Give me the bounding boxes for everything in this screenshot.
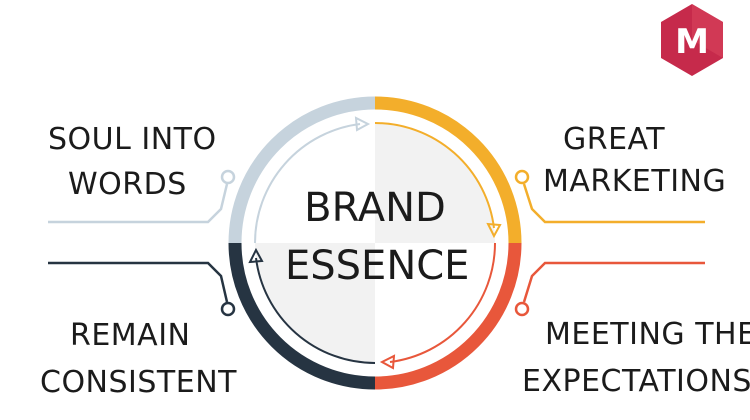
logo: M bbox=[661, 4, 723, 76]
inner-arc-expectations bbox=[389, 242, 496, 363]
inner-arc-soul bbox=[254, 123, 361, 244]
center-title-line1: BRAND bbox=[304, 185, 446, 231]
ring-segment-soul bbox=[228, 96, 376, 244]
connector-node-expectations bbox=[514, 301, 530, 317]
inner-shade-bottom-left bbox=[255, 243, 375, 363]
label-marketing-line2: MARKETING bbox=[543, 164, 727, 199]
connector-consistent bbox=[48, 261, 229, 303]
connector-expectations bbox=[522, 261, 705, 303]
ring-segment-expectations bbox=[374, 242, 522, 390]
arrow-head-consistent-icon bbox=[248, 247, 264, 264]
connector-node-consistent bbox=[220, 301, 236, 317]
label-expectations-line2: EXPECTATIONS bbox=[522, 364, 750, 399]
arrow-head-soul-icon bbox=[354, 116, 371, 132]
label-marketing-line1: GREAT bbox=[563, 122, 666, 157]
label-consistent-line1: REMAIN bbox=[70, 318, 191, 353]
label-expectations-line1: MEETING THE bbox=[545, 317, 750, 352]
connector-marketing bbox=[522, 183, 705, 224]
logo-hexagon-highlight bbox=[692, 4, 723, 58]
logo-letter: M bbox=[675, 22, 709, 62]
center-title-line2: ESSENCE bbox=[285, 243, 470, 289]
inner-arc-consistent bbox=[255, 257, 376, 364]
arrow-head-expectations-icon bbox=[379, 354, 396, 370]
connector-soul bbox=[48, 183, 229, 224]
ring-segment-consistent bbox=[228, 242, 376, 390]
arrow-head-marketing-icon bbox=[486, 222, 502, 239]
ring-segment-marketing bbox=[374, 96, 522, 244]
inner-shade-top-right bbox=[375, 123, 495, 243]
label-soul-line1: SOUL INTO bbox=[48, 122, 217, 157]
label-soul-line2: WORDS bbox=[68, 167, 187, 202]
connector-node-marketing bbox=[514, 169, 530, 185]
inner-arc-marketing bbox=[374, 122, 495, 229]
label-consistent-line2: CONSISTENT bbox=[40, 365, 237, 400]
connector-node-soul bbox=[220, 169, 236, 185]
